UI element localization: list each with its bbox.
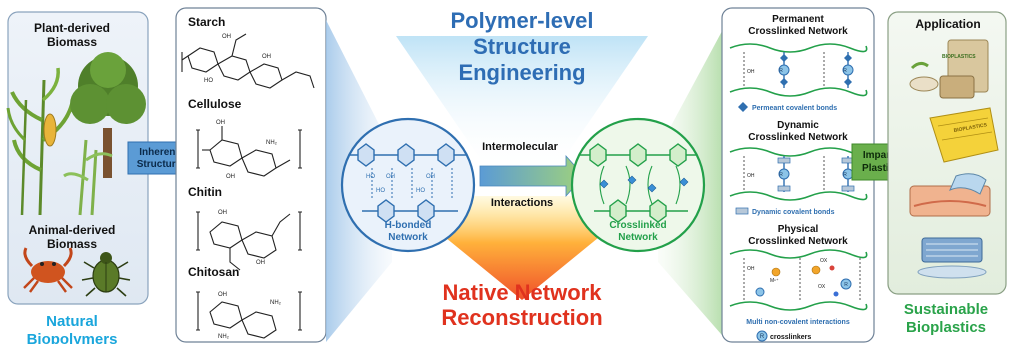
starch-ho-label: HO [204,78,213,84]
device-icon [917,237,987,279]
perm-r-label: R [779,68,783,74]
h-bonded-network-diagram [340,117,476,253]
hbond-ho-label-3: HO [416,188,425,194]
phys-m-label: Mⁿ⁺ [770,278,779,284]
hbond-ho-label-2: HO [376,188,385,194]
crosslinker-legend-text: crosslinkers [770,334,811,341]
dynamic-network-diagram [729,147,868,215]
crosslinker-legend-icon [756,330,768,342]
crosslinked-network-label-line2: Network [618,232,658,243]
dyn-oh-label: OH [747,173,755,179]
inherent-structure-label-line1: Inherent [139,147,179,158]
chitin-label: Chitin [188,185,222,199]
inherent-structure-label-line2: Structure [137,159,182,170]
dynamic-title-line1: Dynamic [777,120,819,131]
dynamic-title-line2: Crosslinked Network [748,132,848,143]
polymer-level-title-line3: Engineering [458,60,585,85]
starch-label: Starch [188,15,225,29]
cellulose-nh2-label: NH₂ [266,140,278,146]
sustainable-bioplastics-caption-line2: Bioplastics [906,319,986,336]
permanent-legend-text: Permeant covalent bonds [752,105,837,112]
polymer-level-title-line2: Structure [473,34,571,59]
natural-biopolymers-caption-line2: Biopolymers [27,331,118,344]
chitin-oh-label-2: OH [256,260,265,266]
perm-r-label-2: R [843,68,847,74]
bottom-arrow [424,196,620,300]
film-bioplastics-label: BIOPLASTICS [953,122,988,134]
dyn-r-label-2: R [843,172,847,178]
cellulose-oh-label: OH [216,120,225,126]
perm-oh-label: OH [747,69,755,75]
top-funnel [396,36,648,170]
sustainable-bioplastics-caption-line1: Sustainable [904,301,988,318]
native-network-title-line2: Reconstruction [441,305,602,330]
starch-structure [181,33,315,89]
animal-source-label-line2: Biomass [47,237,97,251]
plant-source-label-line2: Biomass [47,35,97,49]
imparted-plasticity-label-line2: Plasticity [862,163,906,174]
phys-oh-label: OH [747,266,755,272]
chitin-structure [196,211,302,271]
chitosan-nh2-label-2: NH₂ [218,334,230,340]
intermolecular-label: Intermolecular [482,141,559,153]
chitosan-structure [196,291,302,339]
crab-icon [23,247,73,293]
chitosan-oh-label: OH [218,292,227,298]
bioplastic-film-icon [929,107,999,163]
hbond-ho-label: HO [366,174,375,180]
h-bonded-network-label-line1: H-bonded [385,220,432,231]
polymer-level-title-line1: Polymer-level [450,8,593,33]
hbond-oh-label: OH [386,174,395,180]
permanent-bond-legend-icon [738,102,748,112]
plant-source-label-line1: Plant-derived [34,21,110,35]
dynamic-legend-text: Dynamic covalent bonds [752,209,835,216]
cellulose-label: Cellulose [188,97,242,111]
chitosan-label: Chitosan [188,265,239,279]
dyn-r-label: R [779,172,783,178]
bioplastics-label: BIOPLASTICS [942,54,976,60]
starch-oh-label: OH [222,34,231,40]
crosslinker-legend-r: R [760,334,765,340]
starch-oh-label-2: OH [262,54,271,60]
crosslinked-network-label-line1: Crosslinked [609,220,666,231]
phys-ox-label-2: OX [820,258,828,264]
natural-biopolymers-caption-line1: Natural [46,313,98,330]
bamboo-icon [63,139,113,216]
beetle-icon [81,252,131,297]
physical-legend-text: Multi non-covalent interactions [746,319,850,326]
h-bonded-network-label-line2: Network [388,232,428,243]
animal-source-label-line1: Animal-derived [29,223,116,237]
packaging-products-icon [909,39,989,99]
physical-network-diagram [729,249,868,342]
native-network-title-line1: Native Network [443,280,603,305]
application-title: Application [915,17,980,31]
interactions-label: Interactions [491,197,553,209]
imparted-plasticity-label-line1: Imparted [863,150,905,161]
phys-r-label: R [844,282,848,288]
dynamic-bond-legend-icon [735,207,749,215]
cellulose-structure [196,126,302,177]
permanent-network-diagram [729,43,868,112]
corn-plant-icon [6,67,74,216]
hbond-oh-label-2: OH [426,174,435,180]
chitosan-nh2-label: NH₂ [270,300,282,306]
cellulose-oh-label-2: OH [226,174,235,180]
chitin-oh-label: OH [218,210,227,216]
permanent-title-line2: Crosslinked Network [748,26,848,37]
physical-title-line2: Crosslinked Network [748,236,848,247]
wound-dressing-icon [909,173,991,217]
phys-ox-label: OX [818,284,826,290]
permanent-title-line1: Permanent [772,14,824,25]
crosslinked-network-diagram [570,117,706,253]
physical-title-line1: Physical [778,224,819,235]
